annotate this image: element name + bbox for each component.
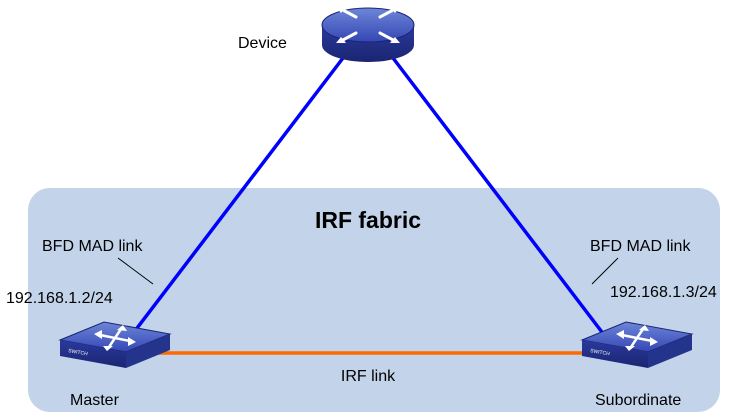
device-router-icon: [321, 7, 415, 62]
subordinate-ip-label: 192.168.1.3/24: [610, 284, 717, 301]
master-ip-label: 192.168.1.2/24: [6, 290, 113, 307]
bfd-mad-link-master: [126, 56, 345, 342]
bfd-mad-link-label-left: BFD MAD link: [42, 238, 143, 255]
bfd-mad-link-subordinate: [391, 56, 610, 342]
master-switch-text: SWITCH: [68, 348, 89, 357]
subordinate-label: Subordinate: [595, 392, 681, 409]
device-label: Device: [238, 35, 287, 52]
callout-line-right: [591, 257, 619, 285]
master-switch-icon: [58, 321, 172, 368]
irf-link-label: IRF link: [341, 368, 396, 385]
subordinate-switch-text: SWITCH: [590, 348, 611, 357]
irf-fabric-title: IRF fabric: [315, 207, 421, 233]
subordinate-switch-icon: [580, 321, 694, 368]
bfd-mad-link-label-right: BFD MAD link: [590, 238, 691, 255]
master-label: Master: [70, 392, 120, 409]
callout-line-left: [117, 257, 154, 285]
